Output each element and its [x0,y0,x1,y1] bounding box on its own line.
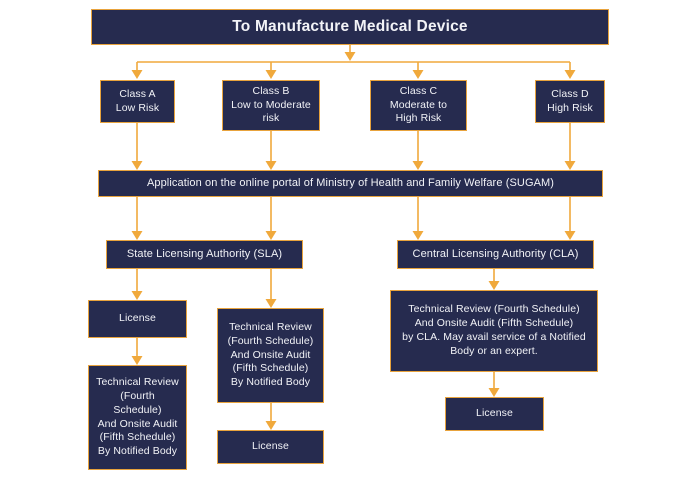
arrowhead-title-center [344,52,356,61]
arrowhead-license-to-review [131,356,143,365]
node-class-c[interactable]: Class C Moderate to High Risk [370,80,467,131]
node-class-a[interactable]: Class A Low Risk [100,80,175,123]
arrowhead-cla-left [412,231,424,240]
arrowhead-application-c [412,161,424,170]
arrowhead-class-d [564,70,576,79]
arrowhead-class-b [265,70,277,79]
arrowhead-application-a [131,161,143,170]
arrowhead-sla-technical-review [265,299,277,308]
node-cla-license[interactable]: License [445,397,544,431]
arrowhead-cla-technical-review [488,281,500,290]
node-state-licensing-authority[interactable]: State Licensing Authority (SLA) [106,240,303,269]
node-class-d[interactable]: Class D High Risk [535,80,605,123]
arrowhead-sla-right [265,231,277,240]
arrowhead-review-to-license [265,421,277,430]
node-title-manufacture-medical-device[interactable]: To Manufacture Medical Device [91,9,609,45]
arrowhead-class-c [412,70,424,79]
node-sla-technical-review-first[interactable]: Technical Review (Fourth Schedule) And O… [217,308,324,403]
node-sla-license-first[interactable]: License [88,300,187,338]
node-sla-technical-review-after-license[interactable]: Technical Review (Fourth Schedule) And O… [88,365,187,470]
node-class-b[interactable]: Class B Low to Moderate risk [222,80,320,131]
arrowhead-application-b [265,161,277,170]
arrowhead-cla-right [564,231,576,240]
node-central-licensing-authority[interactable]: Central Licensing Authority (CLA) [397,240,594,269]
arrowhead-sla-left [131,231,143,240]
arrowhead-class-a [131,70,143,79]
node-sla-license-after-review[interactable]: License [217,430,324,464]
node-cla-technical-review[interactable]: Technical Review (Fourth Schedule) And O… [390,290,598,372]
arrowhead-cla-license [488,388,500,397]
node-application-sugam[interactable]: Application on the online portal of Mini… [98,170,603,197]
arrowhead-sla-license [131,291,143,300]
arrowhead-application-d [564,161,576,170]
